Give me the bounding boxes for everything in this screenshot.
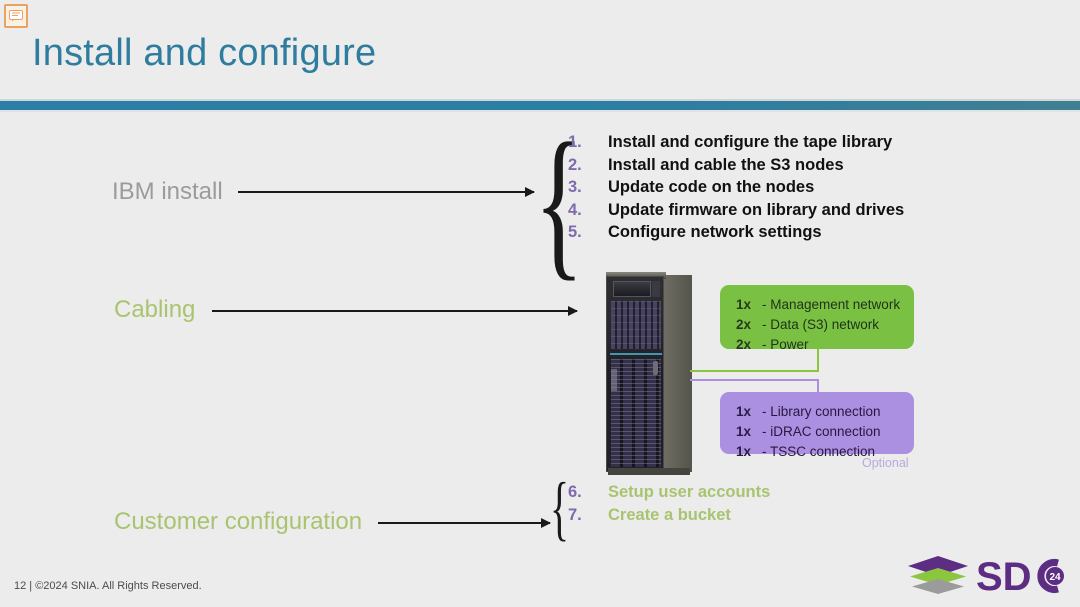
page-title: Install and configure bbox=[32, 32, 377, 74]
rack-divider-light bbox=[610, 353, 662, 355]
connection-label: - Library connection bbox=[762, 404, 881, 419]
callout-management-cabling: 1x - Library connection 1x - iDRAC conne… bbox=[720, 392, 914, 459]
rack-base bbox=[608, 468, 690, 475]
rack-brand-badge bbox=[611, 369, 617, 391]
footer-copyright: 12 | ©2024 SNIA. All Rights Reserved. bbox=[14, 580, 202, 592]
brace-customer-steps: { bbox=[550, 468, 570, 548]
stage-label-cabling: Cabling bbox=[114, 296, 196, 323]
stage-label-customer-configuration: Customer configuration bbox=[114, 508, 363, 535]
list-item: 3. Update code on the nodes bbox=[568, 178, 904, 197]
rack-led-panel bbox=[652, 281, 660, 297]
connection-label: - iDRAC connection bbox=[762, 423, 881, 439]
rack-front-panel bbox=[606, 276, 664, 472]
step-number: 6. bbox=[568, 483, 582, 501]
step-number: 4. bbox=[568, 200, 582, 219]
callout-network-cabling: 1x - Management network 2x - Data (S3) n… bbox=[720, 285, 914, 352]
arrow-ibm-install bbox=[238, 187, 535, 197]
step-number: 3. bbox=[568, 178, 582, 196]
quantity: 1x bbox=[736, 443, 752, 459]
step-text: Update code on the nodes bbox=[608, 178, 815, 196]
connection-label: - Power bbox=[762, 336, 809, 352]
rack-top-panel bbox=[606, 272, 666, 279]
list-item: 2. Install and cable the S3 nodes bbox=[568, 156, 904, 175]
slide-body bbox=[0, 112, 1080, 607]
arrow-customer-configuration bbox=[378, 518, 551, 528]
sdc-logo: SD 24 bbox=[900, 552, 1070, 600]
list-item: 6. Setup user accounts bbox=[568, 483, 770, 502]
optional-note: Optional bbox=[862, 456, 909, 470]
quantity: 1x bbox=[736, 297, 752, 312]
list-item: 4. Update firmware on library and drives bbox=[568, 201, 904, 220]
callout-row: 1x - Library connection bbox=[736, 402, 900, 422]
cable-purple-horizontal bbox=[690, 379, 819, 381]
quantity: 2x bbox=[736, 316, 752, 332]
step-text: Update firmware on library and drives bbox=[608, 200, 905, 219]
quantity: 2x bbox=[736, 336, 752, 352]
list-item: 5. Configure network settings bbox=[568, 223, 904, 242]
connection-label: - TSSC connection bbox=[762, 443, 876, 459]
customer-steps-list: 6. Setup user accounts 7. Create a bucke… bbox=[568, 483, 770, 528]
ibm-steps-list: 1. Install and configure the tape librar… bbox=[568, 133, 904, 246]
brace-ibm-steps: { bbox=[534, 109, 584, 295]
comment-icon[interactable] bbox=[4, 4, 28, 28]
cable-green-horizontal bbox=[690, 370, 819, 372]
arrow-cabling bbox=[212, 306, 578, 316]
rack-door-handle bbox=[653, 361, 658, 375]
svg-text:SD: SD bbox=[976, 555, 1032, 599]
step-text: Install and configure the tape library bbox=[608, 133, 893, 151]
tape-library-rack-image bbox=[604, 272, 692, 475]
title-rule-highlight bbox=[0, 99, 1080, 101]
callout-row: 1x - iDRAC connection bbox=[736, 422, 900, 442]
title-rule-shadow bbox=[0, 110, 1080, 112]
rack-tape-slots bbox=[611, 359, 661, 467]
rack-cartridge-magazines bbox=[611, 301, 661, 349]
step-number: 1. bbox=[568, 133, 582, 151]
callout-row: 2x - Power bbox=[736, 335, 900, 355]
list-item: 7. Create a bucket bbox=[568, 506, 770, 525]
stage-label-ibm-install: IBM install bbox=[112, 178, 223, 205]
svg-text:24: 24 bbox=[1049, 572, 1061, 583]
quantity: 1x bbox=[736, 404, 752, 419]
step-text: Install and cable the S3 nodes bbox=[608, 155, 844, 174]
connection-label: - Management network bbox=[762, 297, 901, 312]
step-text: Create a bucket bbox=[608, 505, 731, 524]
step-number: 2. bbox=[568, 155, 582, 174]
step-number: 5. bbox=[568, 223, 582, 241]
step-text: Configure network settings bbox=[608, 223, 822, 241]
quantity: 1x bbox=[736, 423, 752, 439]
cable-purple-vertical bbox=[817, 379, 819, 393]
rack-side-panel bbox=[663, 275, 692, 472]
step-number: 7. bbox=[568, 505, 582, 524]
title-rule bbox=[0, 101, 1080, 110]
callout-row: 2x - Data (S3) network bbox=[736, 315, 900, 335]
cable-green-vertical bbox=[817, 349, 819, 372]
rack-viewing-window bbox=[613, 281, 651, 297]
connection-label: - Data (S3) network bbox=[762, 316, 880, 332]
callout-row: 1x - Management network bbox=[736, 295, 900, 315]
step-text: Setup user accounts bbox=[608, 483, 771, 501]
slide-header: Install and configure bbox=[0, 0, 1080, 101]
list-item: 1. Install and configure the tape librar… bbox=[568, 133, 904, 152]
callout-row: 1x - TSSC connection bbox=[736, 442, 900, 462]
